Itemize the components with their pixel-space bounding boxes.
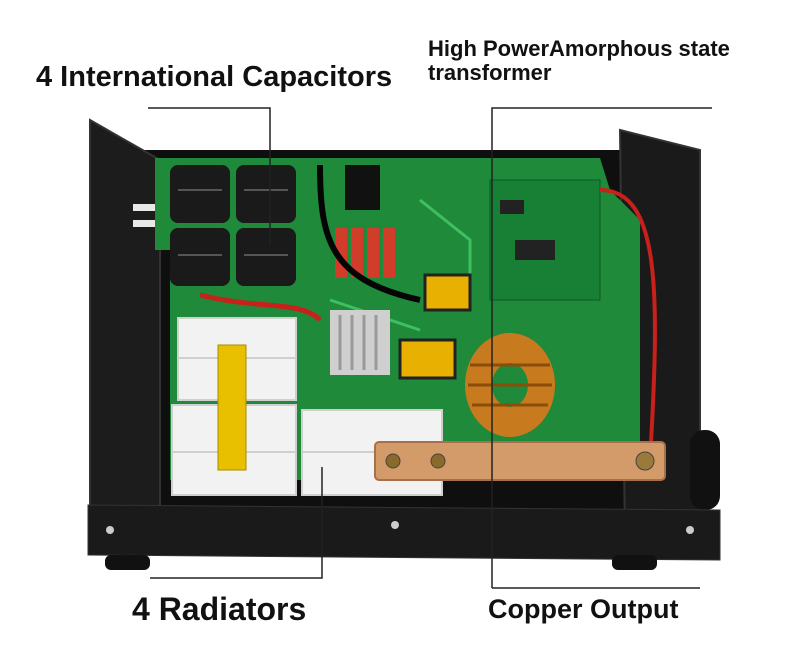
label-transformer-line1: High PowerAmorphous state (428, 36, 730, 61)
relay (345, 165, 380, 210)
label-capacitors: 4 International Capacitors (36, 61, 393, 93)
label-transformer-line2: transformer (428, 60, 552, 86)
transformer-small (423, 273, 472, 312)
base-screw (106, 526, 114, 534)
front-knob (690, 430, 720, 510)
base-screw-3 (686, 526, 694, 534)
left-vent-slot (133, 204, 161, 211)
label-transformer: High PowerAmorphous state transformer (428, 36, 778, 86)
terminal-icon (385, 451, 655, 471)
enclosure-left-panel (89, 118, 161, 547)
inductor-coil-icon (465, 333, 555, 437)
left-vent-slot-2 (133, 220, 161, 227)
heatsink-icon (330, 310, 390, 375)
capacitor-icon (170, 165, 296, 286)
foot-left (105, 555, 150, 570)
ic-chip-2 (500, 200, 524, 214)
copper-output-bar (374, 441, 666, 481)
black-wire (317, 164, 421, 303)
ic-chip (515, 240, 555, 260)
insulating-strip (217, 344, 247, 471)
label-copper-output: Copper Output (488, 594, 679, 624)
red-wire (199, 292, 322, 322)
red-wire-right (599, 188, 657, 461)
label-radiators: 4 Radiators (132, 591, 307, 627)
base-screw-2 (391, 521, 399, 529)
callout-lines (148, 107, 712, 589)
enclosure-base (87, 504, 721, 561)
foot-right (612, 555, 657, 570)
transformer-small-2 (398, 338, 457, 380)
